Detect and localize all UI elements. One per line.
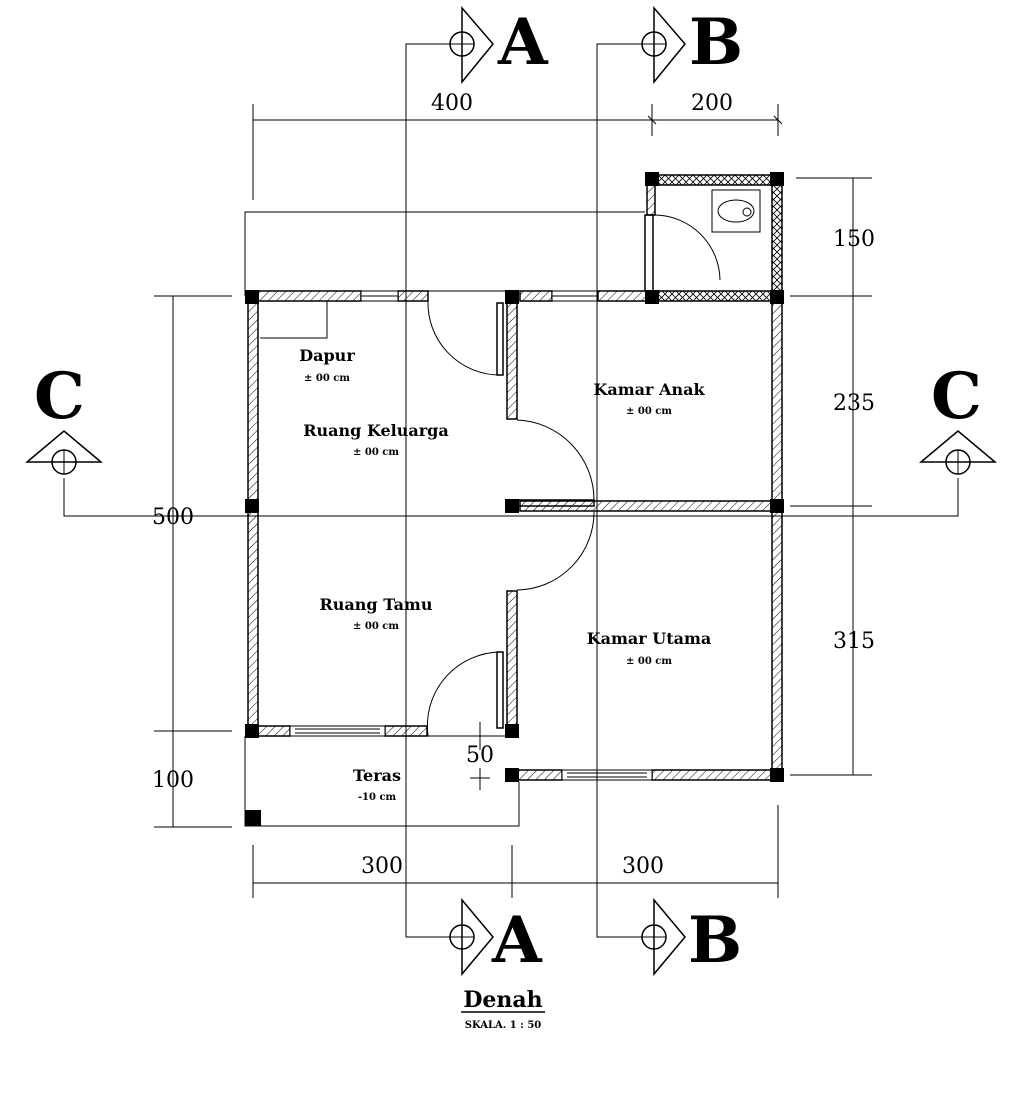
section-letter-c-right: C bbox=[931, 359, 982, 434]
columns bbox=[245, 172, 784, 826]
room-elevation-teras: -10 cm bbox=[358, 792, 397, 803]
kitchen-counter-outline bbox=[244, 211, 645, 296]
section-marker-b-bottom bbox=[641, 897, 686, 977]
dim-bottom-left: 300 bbox=[361, 854, 403, 879]
section-marker-a-top bbox=[449, 5, 494, 85]
section-letter-a-bottom: A bbox=[491, 903, 543, 978]
room-name-teras: Teras bbox=[353, 766, 401, 785]
room-name-ruang-tamu: Ruang Tamu bbox=[320, 595, 433, 614]
fixtures bbox=[260, 189, 761, 339]
drawing-scale: SKALA. 1 : 50 bbox=[465, 1020, 542, 1031]
section-letter-b-bottom: B bbox=[688, 903, 742, 978]
room-elevation-kamar-anak: ± 00 cm bbox=[626, 406, 672, 417]
dim-right-bathroom: 150 bbox=[833, 227, 875, 252]
dim-right-kamar-utama: 315 bbox=[833, 629, 875, 654]
room-elevation-ruang-tamu: ± 00 cm bbox=[353, 621, 399, 632]
room-elevation-dapur: ± 00 cm bbox=[304, 373, 350, 384]
dim-left-teras: 100 bbox=[152, 768, 194, 793]
room-name-dapur: Dapur bbox=[299, 346, 355, 365]
doors bbox=[426, 214, 721, 737]
section-marker-c-left bbox=[24, 430, 104, 475]
dim-right-kamar-anak: 235 bbox=[833, 391, 875, 416]
section-lines bbox=[63, 43, 959, 938]
teras-outline bbox=[244, 290, 520, 827]
squat-toilet-icon bbox=[711, 189, 761, 233]
dim-step: 50 bbox=[466, 743, 494, 768]
dim-top-left: 400 bbox=[431, 91, 473, 116]
room-name-kamar-utama: Kamar Utama bbox=[587, 629, 712, 648]
room-elevation-kamar-utama: ± 00 cm bbox=[626, 656, 672, 667]
windows bbox=[289, 290, 653, 781]
dimension-lines bbox=[154, 104, 872, 898]
section-marker-b-top bbox=[641, 5, 686, 85]
section-marker-c-right bbox=[918, 430, 998, 475]
section-letter-a-top: A bbox=[497, 5, 549, 80]
drawing-title: Denah bbox=[463, 987, 542, 1013]
room-name-ruang-keluarga: Ruang Keluarga bbox=[303, 421, 448, 440]
section-letter-c-left: C bbox=[34, 359, 85, 434]
dim-left-main: 500 bbox=[152, 505, 194, 530]
room-name-kamar-anak: Kamar Anak bbox=[593, 380, 705, 399]
dim-bottom-right: 300 bbox=[622, 854, 664, 879]
walls bbox=[247, 174, 783, 781]
section-marker-a-bottom bbox=[449, 897, 494, 977]
room-elevation-ruang-keluarga: ± 00 cm bbox=[353, 447, 399, 458]
section-letter-b-top: B bbox=[689, 5, 743, 80]
dim-top-right: 200 bbox=[691, 91, 733, 116]
